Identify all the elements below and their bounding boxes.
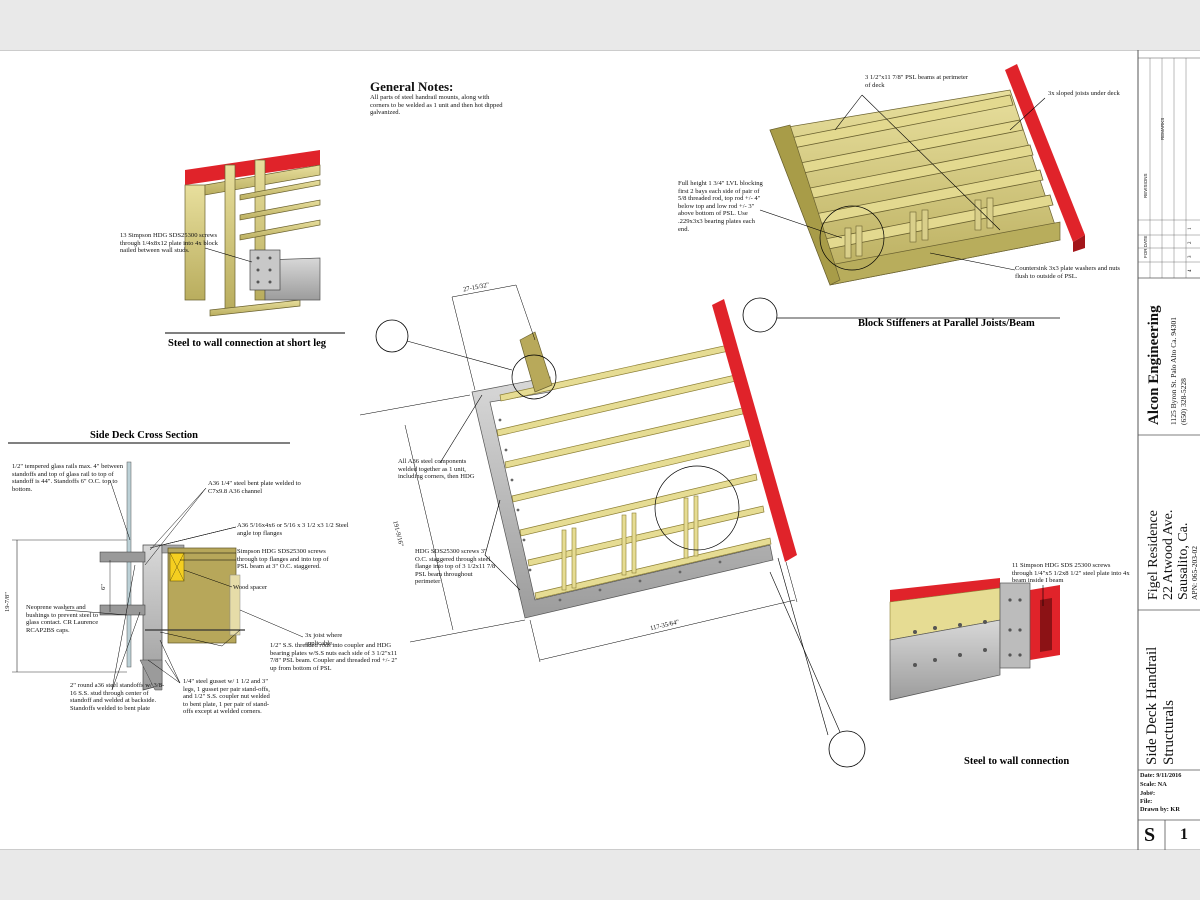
project-name: Figel Residence xyxy=(1146,510,1161,600)
firm-address: 1125 Byron St. Palo Alto Ca. 94301 xyxy=(1169,316,1178,425)
rev-number-2: 2 xyxy=(1188,241,1193,245)
note-sloped-joists: 3x sloped joists under deck xyxy=(1048,90,1120,97)
sheet-number: 1 xyxy=(1180,826,1188,843)
general-notes-body: All parts of steel handrail mounts, alon… xyxy=(370,94,503,117)
revisions-header: REVISIONS xyxy=(1143,173,1148,198)
firm-phone: (650) 328-5228 xyxy=(1179,378,1188,425)
rev-number-4: 4 xyxy=(1188,269,1193,273)
rev-number-1: 1 xyxy=(1188,227,1193,231)
block-stiffeners-detail xyxy=(742,64,1085,333)
deck-plan xyxy=(359,284,866,768)
note-simpson-11: 11 Simpson HDG SDS 25300 screws through … xyxy=(1012,562,1130,585)
field-drawn: Drawn by: KR xyxy=(1140,806,1180,813)
short-leg-detail xyxy=(165,150,345,334)
note-lvl-blocking: Full height 1 3/4" LVL blocking first 2 … xyxy=(678,180,763,233)
note-a36-angle: A36 5/16x4x6 or 5/16 x 3 1/2 x3 1/2 Stee… xyxy=(237,522,349,537)
sheet-title-line-1: Side Deck Handrail xyxy=(1144,646,1160,765)
sheet-title-line-2: Structurals xyxy=(1161,700,1177,765)
note-a36-bent-plate: A36 1/4" steel bent plate welded to C7x9… xyxy=(208,480,301,495)
project-street: 22 Atwood Ave. xyxy=(1161,509,1176,600)
remarks-header: REMARKS xyxy=(1160,117,1165,140)
general-notes-heading: General Notes: xyxy=(370,79,454,94)
dim-spacing: 6" xyxy=(100,584,107,590)
note-joist-3x: 3x joist where applicable. xyxy=(305,632,343,647)
note-threaded-rods: 1/2" S.S. threaded rods into coupler and… xyxy=(270,642,398,672)
note-hdg-sds: HDG SDS25300 screws 3" O.C. staggered th… xyxy=(415,548,496,586)
note-glass-rails: 1/2" tempered glass rails max. 4" betwee… xyxy=(12,463,124,493)
note-countersink: Countersink 3x3 plate washers and nuts f… xyxy=(1015,265,1120,280)
title-wall-connection: Steel to wall connection xyxy=(964,756,1070,767)
note-standoffs: 2" round a36 steel standoffs w/ 3/8-16 S… xyxy=(70,682,165,712)
field-job: Job#: xyxy=(1140,790,1156,797)
title-block-frame xyxy=(1137,50,1200,850)
note-neoprene: Neoprene washers and bushings to prevent… xyxy=(26,604,99,634)
cross-section-detail xyxy=(8,442,304,691)
note-psl-beams: 3 1/2"x11 7/8" PSL beams at perimeter of… xyxy=(865,74,969,89)
project-apn: APN: 065-203-02 xyxy=(1190,546,1199,600)
sheet-letter: S xyxy=(1144,824,1156,846)
note-a36-components: All A36 steel components welded together… xyxy=(398,458,475,481)
field-date: Date: 9/11/2016 xyxy=(1140,772,1182,779)
for-date-header: FOR DATE xyxy=(1143,235,1148,258)
note-gusset: 1/4" steel gusset w/ 1 1/2 and 3" legs, … xyxy=(183,678,270,716)
title-short-leg: Steel to wall connection at short leg xyxy=(168,338,327,349)
rev-number-3: 3 xyxy=(1188,255,1193,259)
firm-name: Alcon Engineering xyxy=(1146,305,1162,425)
drawing-graphics xyxy=(8,50,1200,850)
wall-connection-detail xyxy=(889,578,1060,701)
note-simpson-13: 13 Simpson HDG SDS25300 screws through 1… xyxy=(120,232,218,255)
title-side-deck: Side Deck Cross Section xyxy=(90,430,199,441)
note-simpson-sds: Simpson HDG SDS25300 screws through top … xyxy=(237,548,329,571)
field-file: File: xyxy=(1140,798,1153,805)
field-scale: Scale: NA xyxy=(1140,781,1167,788)
dim-vertical: 19-7/8" xyxy=(4,592,11,612)
title-block-stiffeners: Block Stiffeners at Parallel Joists/Beam xyxy=(858,318,1035,329)
note-wood-spacer: Wood spacer xyxy=(233,584,268,591)
